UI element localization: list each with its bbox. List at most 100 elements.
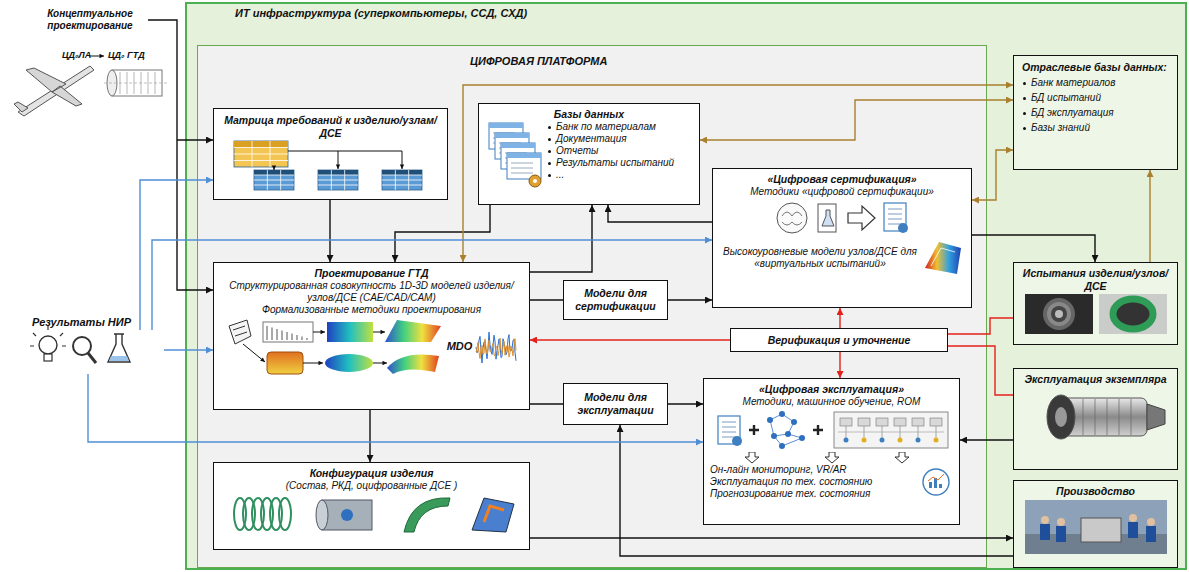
illustration [1021, 386, 1171, 448]
illustration [225, 316, 445, 378]
graphic-part [861, 437, 866, 442]
list-item: ... [547, 169, 693, 181]
graphic-part [320, 329, 325, 333]
graphic-part [271, 327, 272, 340]
graphic-part [1081, 518, 1121, 542]
graphic-part [888, 213, 902, 214]
graphic-part [260, 357, 265, 362]
illustration [712, 452, 952, 464]
graphic-part [1094, 399, 1095, 435]
graphic-part [529, 175, 541, 187]
graphic-part [782, 438, 802, 446]
graphic-part [229, 320, 251, 344]
process-box: «Цифровая сертификация»Методики «цифрово… [712, 168, 972, 308]
graphic-part [234, 147, 288, 148]
graphic-part [476, 332, 516, 363]
graphic-part [88, 353, 96, 363]
graphic-part [234, 141, 288, 167]
graphic-part [18, 66, 94, 116]
bullet-dot [548, 162, 551, 165]
graphic-part [382, 175, 422, 176]
process-box: Производство [1013, 480, 1178, 568]
box-title: Конфигурация изделия [220, 467, 523, 480]
graphic-part [14, 102, 28, 112]
graphic-part [495, 133, 529, 138]
graphic-part [888, 218, 902, 219]
graphic-part [316, 500, 328, 530]
graphic-part [722, 431, 736, 432]
graphic-part [254, 185, 294, 186]
graphic-part [269, 141, 270, 167]
content-row: Он-лайн мониторинг, VR/ARЭксплуатация по… [710, 464, 953, 500]
graphic-part [897, 437, 902, 442]
illustration [712, 408, 952, 452]
process-box: Базы данныхБанк по материаламДокументаци… [478, 103, 700, 205]
box-text: Прогнозирование тех. состояния [710, 488, 919, 500]
list-item: Банк материалов [1022, 77, 1169, 89]
box-text: Методики, машинное обучение, ROM [710, 396, 953, 408]
graphic-part [923, 469, 949, 495]
box-title: Отраслевые базы данных: [1022, 61, 1169, 74]
box-title: Верификация и уточнение [735, 334, 943, 347]
content-row: Банк по материаламДокументацияОтчетыРезу… [485, 121, 693, 191]
graphic-part [279, 498, 291, 530]
graphic-part [327, 322, 373, 342]
graphic-part [799, 435, 805, 441]
graphic-part [489, 123, 523, 128]
graphic-part [511, 172, 533, 173]
graphic-part [930, 418, 942, 426]
graphic-part [745, 452, 759, 463]
graphic-part [507, 153, 541, 158]
graphic-part [732, 436, 742, 446]
graphic-part [404, 497, 450, 531]
graphic-part [822, 210, 834, 226]
connector [839, 352, 840, 378]
box-title: Базы данных [485, 108, 693, 121]
graphic-part [472, 498, 514, 532]
illustration [222, 492, 522, 537]
connector [1149, 170, 1150, 262]
box-title: Проектирование ГТД [220, 267, 523, 280]
box-text: Высокоуровневые модели узлов/ДСЕ для «ви… [719, 246, 921, 270]
graphic-part [387, 354, 439, 374]
graphic-part [858, 418, 870, 426]
graphic-part [722, 421, 736, 422]
connector [839, 308, 840, 328]
graphic-part [382, 170, 422, 175]
box-text: Структурированная совокупность 1D-3D мод… [220, 280, 523, 304]
graphic-part [931, 248, 955, 266]
graphic-part [722, 426, 736, 427]
graphic-part [251, 141, 252, 167]
bullet-dot [1023, 82, 1026, 85]
process-box: Модели для сертификации [563, 280, 668, 320]
box-title: Эксплуатация экземпляра [1020, 373, 1171, 386]
graphic-part [1147, 404, 1165, 430]
list-item: Отчеты [547, 145, 693, 157]
graphic-part [266, 326, 267, 340]
illustration [919, 467, 953, 497]
graphic-part [782, 212, 802, 225]
process-box: Модели для эксплуатации [563, 383, 668, 425]
graphic-part [1056, 526, 1066, 542]
graphic-part [385, 320, 441, 342]
graphic-part [341, 509, 353, 521]
graphic-part [344, 170, 345, 190]
graphic-part [296, 335, 297, 340]
box-title: ЦИФРОВАЯ ПЛАТФОРМА [470, 55, 986, 68]
graphic-part [318, 170, 358, 190]
graphic-part [301, 336, 302, 340]
graphic-part [894, 418, 906, 426]
process-box: «Цифровая эксплуатация»Методики, машинно… [703, 378, 960, 525]
graphic-part [929, 482, 932, 488]
box-title: «Цифровая эксплуатация» [710, 383, 953, 396]
graphic-part [1106, 399, 1107, 435]
graphic-part [785, 431, 791, 437]
graphic-part [254, 180, 294, 181]
graphic-part [1129, 514, 1137, 522]
content-column: Банк по материаламДокументацияОтчетыРезу… [547, 121, 693, 181]
content-row: Высокоуровневые модели узлов/ДСЕ для «ви… [719, 238, 965, 278]
graphic-part [30, 326, 66, 346]
box-title: Модели для эксплуатации [568, 391, 663, 416]
graphic-part [44, 354, 52, 361]
